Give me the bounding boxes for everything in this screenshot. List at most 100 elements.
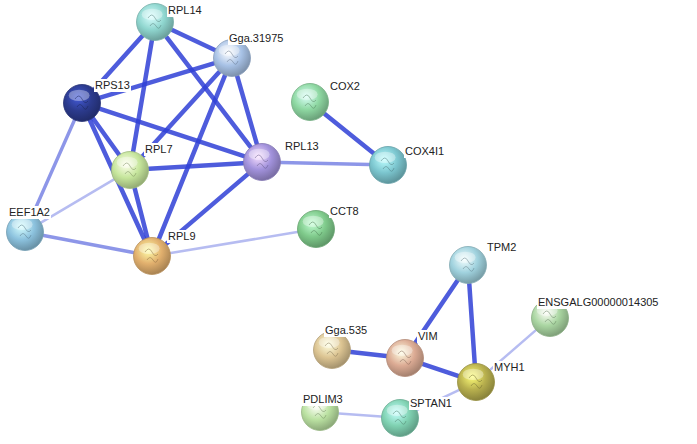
node-label: Gga.535 bbox=[324, 324, 368, 337]
node-highlight bbox=[139, 243, 160, 254]
interaction-edge bbox=[167, 37, 251, 147]
node-sphere bbox=[313, 331, 351, 369]
structure-glyph bbox=[225, 51, 238, 64]
protein-node: TPM2 bbox=[449, 246, 487, 284]
node-label: VIM bbox=[417, 330, 439, 343]
structure-glyph bbox=[381, 158, 394, 171]
interaction-edge bbox=[135, 188, 148, 237]
interaction-edge bbox=[469, 284, 474, 363]
protein-node: COX2 bbox=[291, 83, 329, 121]
interaction-edge bbox=[149, 163, 243, 169]
node-label: TPM2 bbox=[486, 241, 517, 254]
structure-glyph bbox=[393, 411, 406, 424]
structure-glyph bbox=[123, 163, 136, 176]
node-highlight bbox=[375, 152, 396, 163]
protein-node: SPTAN1 bbox=[381, 399, 419, 437]
structure-glyph bbox=[75, 96, 88, 109]
node-circle bbox=[292, 84, 329, 121]
structure-glyph bbox=[398, 351, 411, 364]
node-highlight bbox=[455, 252, 476, 263]
interaction-edge bbox=[237, 76, 256, 143]
interaction-edge bbox=[41, 180, 113, 223]
node-highlight bbox=[297, 89, 318, 100]
protein-node: EEF1A2 bbox=[6, 213, 44, 251]
node-circle bbox=[458, 364, 495, 401]
interaction-edge bbox=[325, 114, 373, 153]
interaction-edge bbox=[44, 236, 134, 253]
structure-glyph bbox=[148, 15, 161, 28]
structure-glyph bbox=[469, 375, 482, 388]
protein-node: MYH1 bbox=[457, 363, 495, 401]
interaction-edge bbox=[133, 41, 152, 152]
node-highlight bbox=[69, 90, 90, 101]
node-label: RPL14 bbox=[167, 4, 203, 17]
interaction-edge bbox=[416, 281, 458, 343]
interaction-edge bbox=[100, 109, 244, 156]
protein-node: ENSGALG00000014305 bbox=[531, 299, 569, 337]
node-sphere bbox=[386, 339, 424, 377]
node-circle bbox=[112, 152, 149, 189]
node-sphere bbox=[369, 146, 407, 184]
structure-glyph bbox=[543, 311, 556, 324]
protein-node: Gga.535 bbox=[313, 331, 351, 369]
structure-glyph bbox=[145, 249, 158, 262]
node-highlight bbox=[387, 405, 408, 416]
node-circle bbox=[244, 144, 281, 181]
protein-node: Gga.31975 bbox=[213, 39, 251, 77]
node-sphere bbox=[213, 39, 251, 77]
protein-node: RPL14 bbox=[136, 3, 174, 41]
interaction-edge bbox=[172, 30, 215, 50]
interaction-edge bbox=[351, 352, 386, 356]
node-label: RPL13 bbox=[284, 140, 320, 153]
interaction-edge bbox=[281, 162, 369, 164]
node-label: ENSGALG00000014305 bbox=[537, 296, 659, 309]
node-highlight bbox=[249, 149, 270, 160]
node-highlight bbox=[392, 345, 413, 356]
node-sphere bbox=[111, 151, 149, 189]
structure-glyph bbox=[461, 258, 474, 271]
node-sphere bbox=[291, 83, 329, 121]
node-circle bbox=[370, 147, 407, 184]
protein-node: RPS13 bbox=[63, 84, 101, 122]
node-highlight bbox=[319, 337, 340, 348]
protein-node: RPL9 bbox=[133, 237, 171, 275]
node-label: RPL9 bbox=[167, 230, 197, 243]
protein-node: RPL13 bbox=[243, 143, 281, 181]
protein-node: VIM bbox=[386, 339, 424, 377]
protein-node: PDLIM3 bbox=[301, 393, 339, 431]
structure-glyph bbox=[309, 222, 322, 235]
interaction-edge bbox=[33, 120, 75, 214]
node-circle bbox=[214, 40, 251, 77]
protein-node: COX4I1 bbox=[369, 146, 407, 184]
protein-node: RPL7 bbox=[111, 151, 149, 189]
interaction-edge bbox=[339, 413, 381, 416]
node-label: SPTAN1 bbox=[409, 397, 453, 410]
node-highlight bbox=[303, 216, 324, 227]
interaction-edge bbox=[423, 364, 458, 376]
node-highlight bbox=[142, 9, 163, 20]
node-label: RPL7 bbox=[144, 143, 174, 156]
structure-glyph bbox=[255, 155, 268, 168]
node-sphere bbox=[457, 363, 495, 401]
node-circle bbox=[7, 214, 44, 251]
node-circle bbox=[134, 238, 171, 275]
node-circle bbox=[387, 340, 424, 377]
node-label: RPS13 bbox=[94, 79, 131, 92]
node-highlight bbox=[12, 219, 33, 230]
node-sphere bbox=[6, 213, 44, 251]
node-highlight bbox=[117, 157, 138, 168]
structure-glyph bbox=[18, 225, 31, 238]
node-label: PDLIM3 bbox=[302, 393, 344, 406]
node-label: MYH1 bbox=[493, 361, 526, 374]
interaction-edge bbox=[166, 174, 247, 243]
node-label: EEF1A2 bbox=[8, 206, 51, 219]
node-label: Gga.31975 bbox=[228, 32, 284, 45]
node-circle bbox=[450, 247, 487, 284]
node-sphere bbox=[133, 237, 171, 275]
node-circle bbox=[314, 332, 351, 369]
structure-glyph bbox=[325, 343, 338, 356]
protein-node: CCT8 bbox=[297, 210, 335, 248]
node-label: CCT8 bbox=[329, 205, 360, 218]
